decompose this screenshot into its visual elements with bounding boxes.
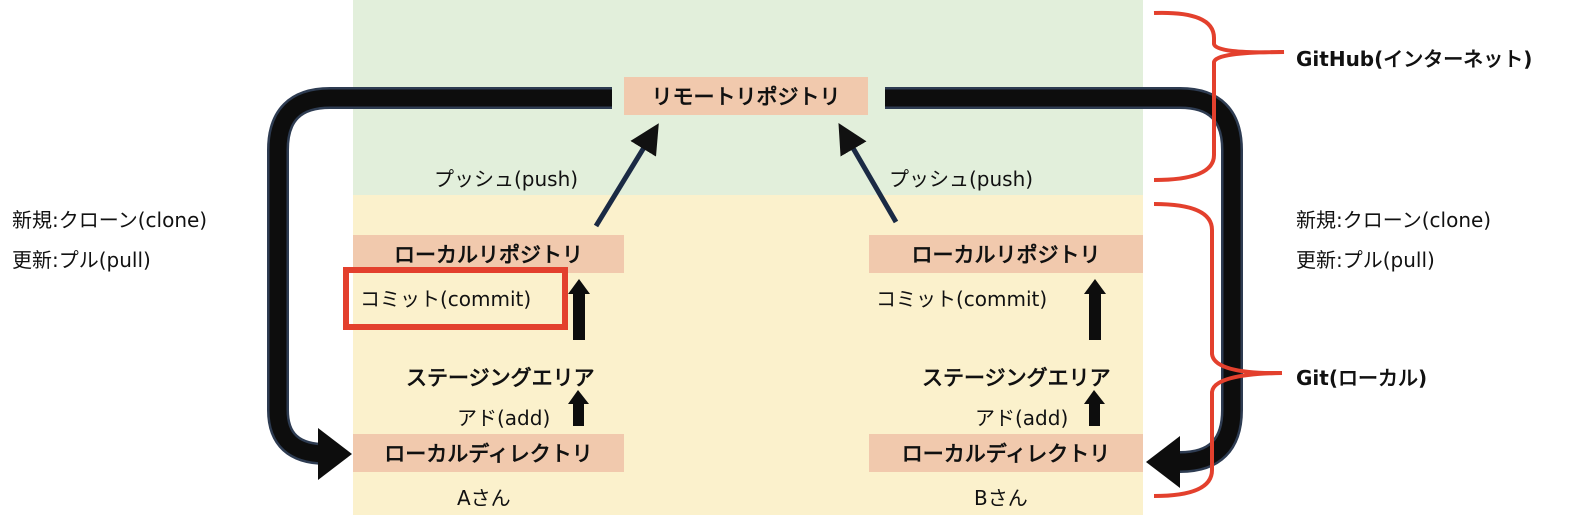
left-clone-note: 新規:クローン(clone) — [12, 208, 208, 232]
push-arrow-a — [593, 123, 659, 228]
left-pull-note: 更新:プル(pull) — [12, 248, 151, 272]
git-brace — [1153, 202, 1283, 498]
commit-arrow-b — [1084, 279, 1106, 340]
local-directory-box-a: ローカルディレクトリ — [353, 434, 624, 472]
commit-highlight — [343, 267, 568, 330]
commit-label-a: コミット(commit) — [360, 287, 532, 311]
add-arrow-b — [1084, 390, 1105, 426]
staging-area-b: ステージングエリア — [922, 366, 1111, 390]
clone-pull-arrowhead-right — [1146, 436, 1180, 488]
local-directory-box-b: ローカルディレクトリ — [869, 434, 1143, 472]
clone-pull-arrowhead-left — [318, 428, 352, 480]
local-repository-box-a: ローカルリポジトリ — [353, 235, 624, 273]
push-label-b: プッシュ(push) — [889, 167, 1034, 191]
github-brace — [1153, 10, 1285, 182]
right-pull-note: 更新:プル(pull) — [1296, 248, 1435, 272]
staging-area-a: ステージングエリア — [406, 366, 595, 390]
remote-repository-box: リモートリポジトリ — [624, 77, 868, 115]
push-label-a: プッシュ(push) — [434, 167, 579, 191]
github-internet-label: GitHub(インターネット) — [1296, 47, 1533, 71]
add-label-b: アド(add) — [975, 406, 1069, 430]
user-a-label: Aさん — [457, 486, 511, 510]
push-arrow-b — [838, 123, 899, 224]
user-b-label: Bさん — [974, 486, 1028, 510]
commit-arrow-a — [568, 279, 590, 340]
right-clone-note: 新規:クローン(clone) — [1296, 208, 1492, 232]
git-local-label: Git(ローカル) — [1296, 366, 1428, 390]
local-repository-box-b: ローカルリポジトリ — [869, 235, 1143, 273]
add-label-a: アド(add) — [457, 406, 551, 430]
commit-label-b: コミット(commit) — [876, 287, 1048, 311]
add-arrow-a — [568, 390, 589, 426]
